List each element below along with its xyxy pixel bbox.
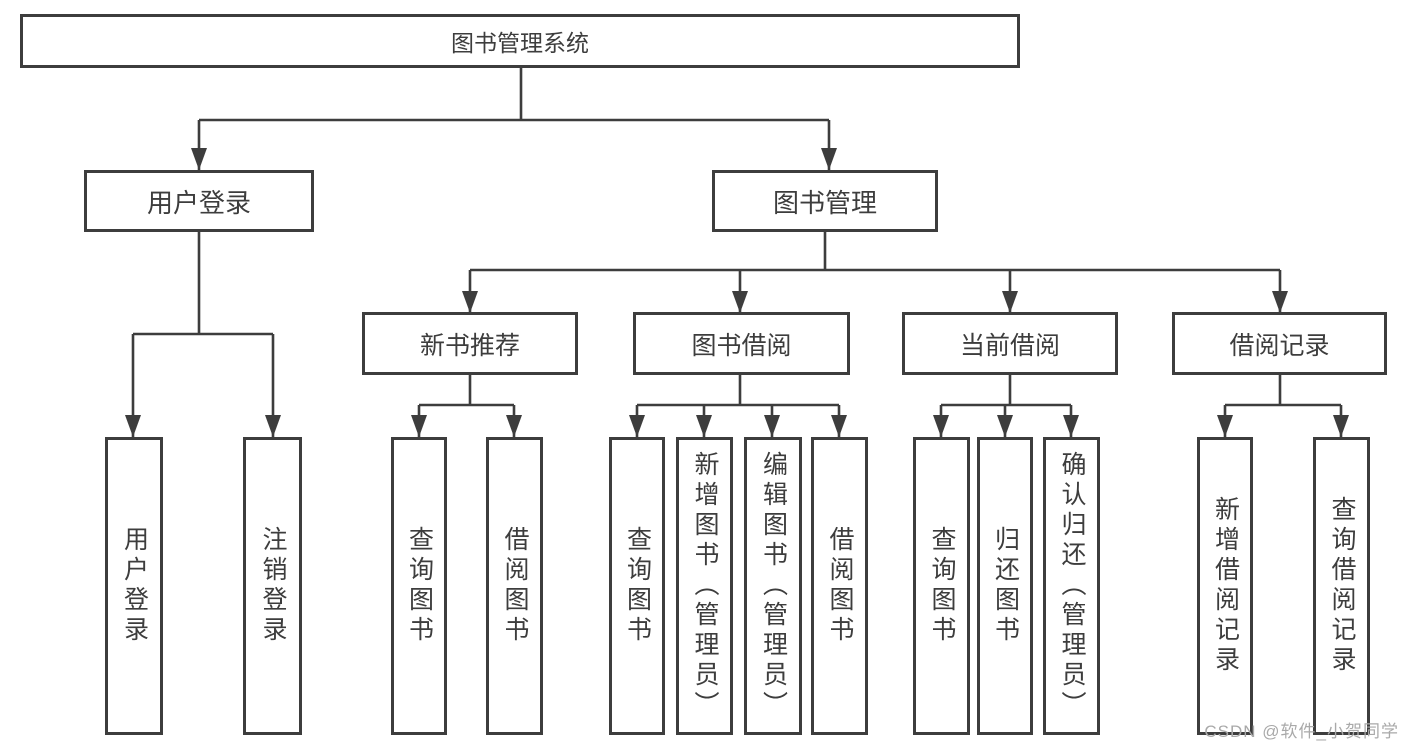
node-label: 借阅图书 [501, 526, 529, 646]
node-label: 新书推荐 [419, 331, 520, 360]
node-label: 查询图书 [623, 526, 652, 646]
node-label: 查询图书 [405, 526, 434, 646]
node-label: 查询借阅记录 [1328, 496, 1356, 676]
node-label: 图书管理系统 [451, 30, 589, 56]
node-label: 用户登录 [146, 187, 251, 218]
node-label: 当前借阅 [959, 331, 1060, 360]
node-label: 图书管理 [772, 187, 877, 218]
node-label: 借阅图书 [826, 526, 854, 646]
node-leaf-query-books-current: 查询图书 [913, 437, 970, 735]
node-leaf-edit-book-admin: 编辑图书（管理员） [744, 437, 802, 735]
node-label: 查询图书 [928, 526, 956, 646]
node-user-login: 用户登录 [84, 170, 314, 232]
node-leaf-query-books-recommend: 查询图书 [391, 437, 447, 735]
node-label: 借阅记录 [1229, 331, 1330, 360]
node-leaf-user-login: 用户登录 [105, 437, 163, 735]
node-leaf-query-borrow-record: 查询借阅记录 [1313, 437, 1370, 735]
node-current-borrowing: 当前借阅 [902, 312, 1118, 375]
node-label: 注销登录 [259, 526, 287, 646]
node-leaf-confirm-return-admin: 确认归还（管理员） [1043, 437, 1100, 735]
node-label: 编辑图书（管理员） [759, 451, 788, 721]
node-leaf-borrow-books: 借阅图书 [811, 437, 868, 735]
node-label: 用户登录 [120, 526, 149, 646]
node-label: 新增图书（管理员） [691, 451, 719, 721]
node-label: 图书借阅 [691, 331, 792, 360]
node-label: 新增借阅记录 [1211, 496, 1240, 676]
node-leaf-add-borrow-record: 新增借阅记录 [1197, 437, 1253, 735]
node-leaf-return-book: 归还图书 [977, 437, 1033, 735]
csdn-watermark: CSDN @软件_小贺同学 [1204, 722, 1399, 741]
node-leaf-add-book-admin: 新增图书（管理员） [676, 437, 733, 735]
node-book-borrowing: 图书借阅 [633, 312, 850, 375]
node-leaf-borrow-books-recommend: 借阅图书 [486, 437, 543, 735]
node-label: 归还图书 [991, 526, 1020, 646]
node-book-management: 图书管理 [712, 170, 938, 232]
node-borrowing-records: 借阅记录 [1172, 312, 1387, 375]
node-library-management-system: 图书管理系统 [20, 14, 1020, 68]
node-leaf-query-books-borrow: 查询图书 [609, 437, 665, 735]
node-label: 确认归还（管理员） [1058, 451, 1086, 721]
node-new-book-recommend: 新书推荐 [362, 312, 578, 375]
node-leaf-logout: 注销登录 [243, 437, 302, 735]
